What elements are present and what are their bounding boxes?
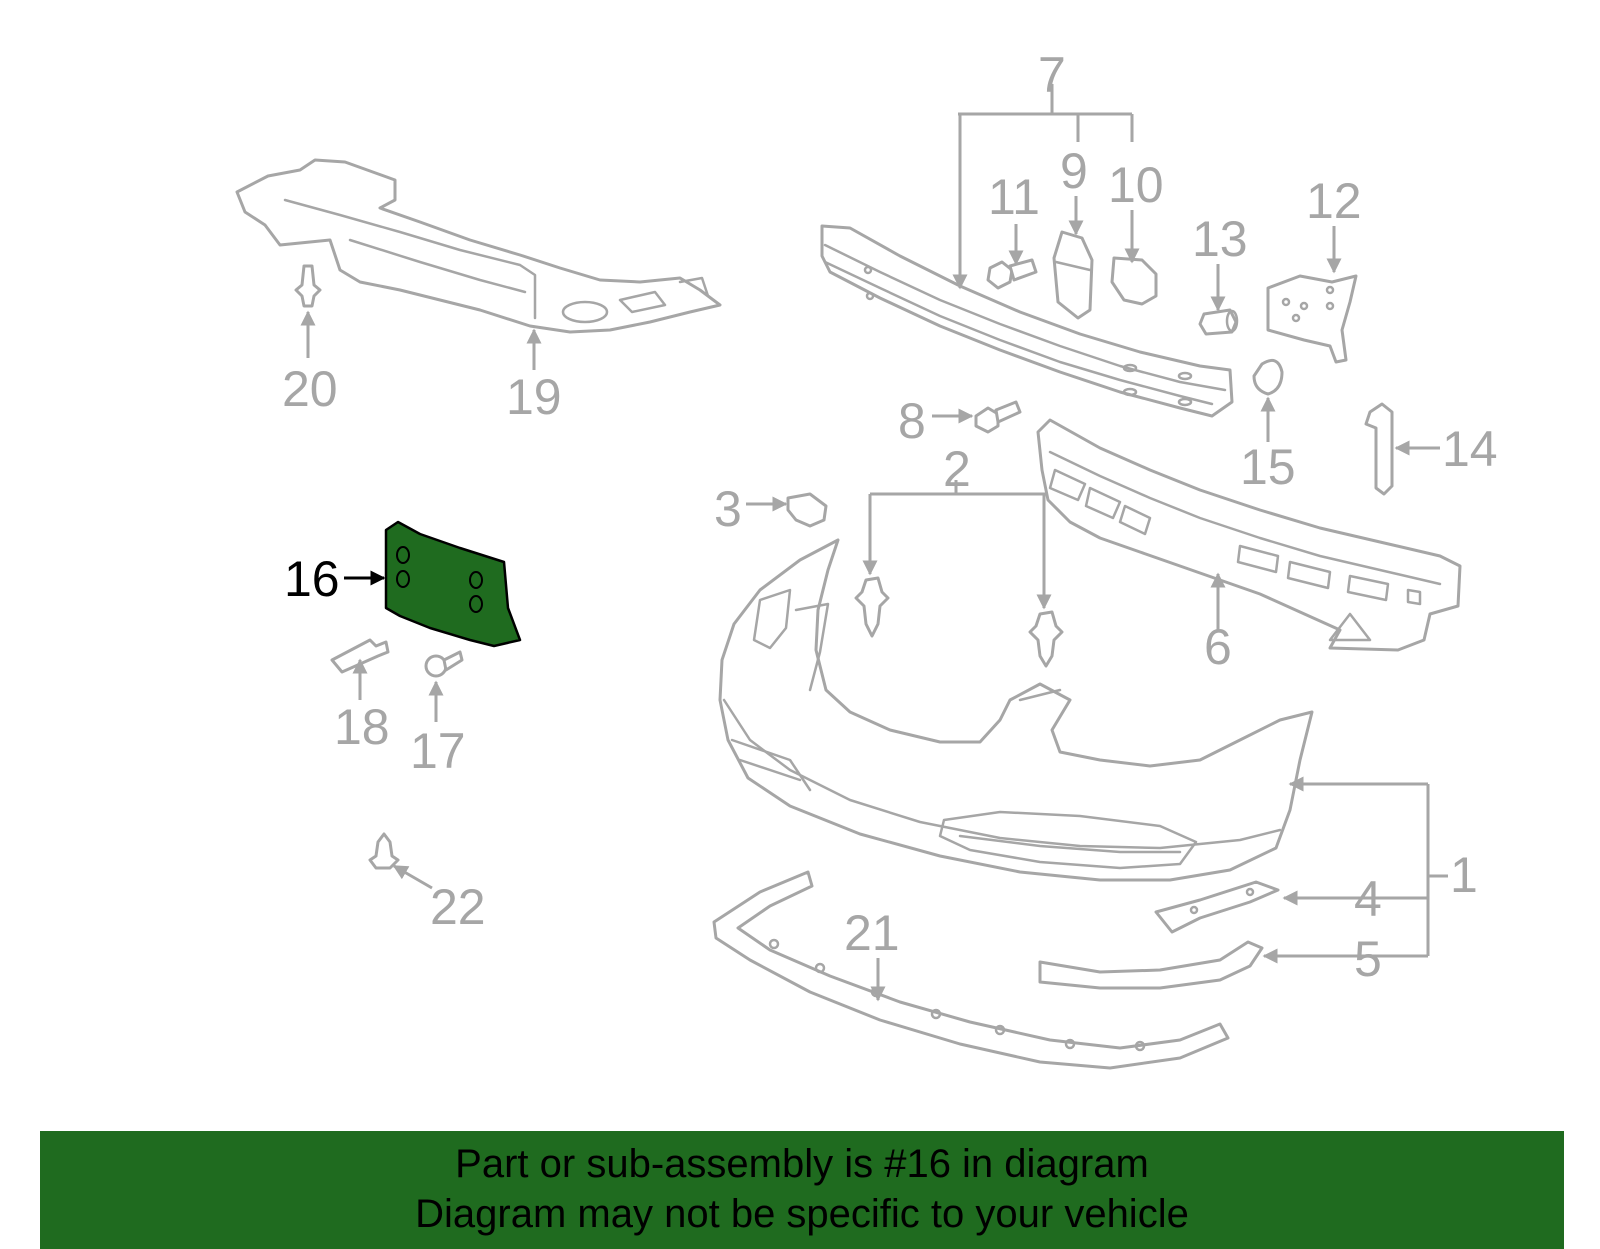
banner-line-2: Diagram may not be specific to your vehi… (415, 1192, 1189, 1236)
leader-lines (300, 84, 1448, 1002)
part-10-pad (1110, 256, 1158, 306)
part-20-push-pin (294, 264, 322, 308)
highlight-part (384, 520, 522, 648)
callout-10: 10 (1108, 157, 1164, 213)
part-1-bumper-cover (718, 538, 1314, 882)
part-9-bracket (1052, 230, 1094, 320)
part-7-impact-bar (820, 224, 1234, 418)
part-21-lower-deflector (712, 870, 1230, 1070)
callout-2: 2 (943, 441, 971, 497)
callout-21: 21 (844, 905, 900, 961)
callout-14: 14 (1442, 421, 1498, 477)
part-5-lower-molding (1038, 940, 1264, 990)
callout-12: 12 (1306, 173, 1362, 229)
callout-22: 22 (430, 879, 486, 935)
callout-13: 13 (1192, 211, 1248, 267)
part-3-clip (786, 492, 828, 528)
callout-19: 19 (506, 369, 562, 425)
part-16-license-bracket (384, 520, 522, 648)
part-8-bolt (974, 400, 1022, 434)
part-11-bolt (986, 258, 1038, 290)
callout-9: 9 (1060, 143, 1088, 199)
callout-16: 16 (284, 551, 340, 607)
part-6-energy-absorber (1036, 418, 1462, 652)
callout-3: 3 (714, 481, 742, 537)
part-13-spacer (1198, 308, 1239, 336)
callout-20: 20 (282, 361, 338, 417)
callout-18: 18 (334, 699, 390, 755)
part-18-fastener (330, 638, 390, 674)
part-4-reinforcement (1154, 880, 1280, 934)
callout-1: 1 (1450, 847, 1478, 903)
callout-8: 8 (898, 393, 926, 449)
part-14-bracket (1364, 402, 1394, 496)
part-17-fastener (424, 650, 464, 678)
callout-17: 17 (410, 723, 466, 779)
banner-line-1: Part or sub-assembly is #16 in diagram (455, 1142, 1149, 1186)
callout-11: 11 (988, 169, 1040, 225)
callout-4: 4 (1354, 871, 1382, 927)
part-22-clip (368, 832, 400, 870)
callout-7: 7 (1038, 47, 1066, 103)
part-19-air-deflector (235, 158, 722, 334)
part-12-mounting-bracket (1266, 274, 1358, 364)
info-banner: Part or sub-assembly is #16 in diagram D… (40, 1131, 1564, 1249)
callout-6: 6 (1204, 619, 1232, 675)
part-15-grommet (1252, 358, 1284, 396)
callout-labels: 1 2 3 4 5 6 7 8 9 10 11 12 13 14 15 16 1… (282, 47, 1498, 987)
callout-15: 15 (1240, 439, 1296, 495)
part-2-push-pins (854, 576, 1064, 668)
callout-5: 5 (1354, 931, 1382, 987)
